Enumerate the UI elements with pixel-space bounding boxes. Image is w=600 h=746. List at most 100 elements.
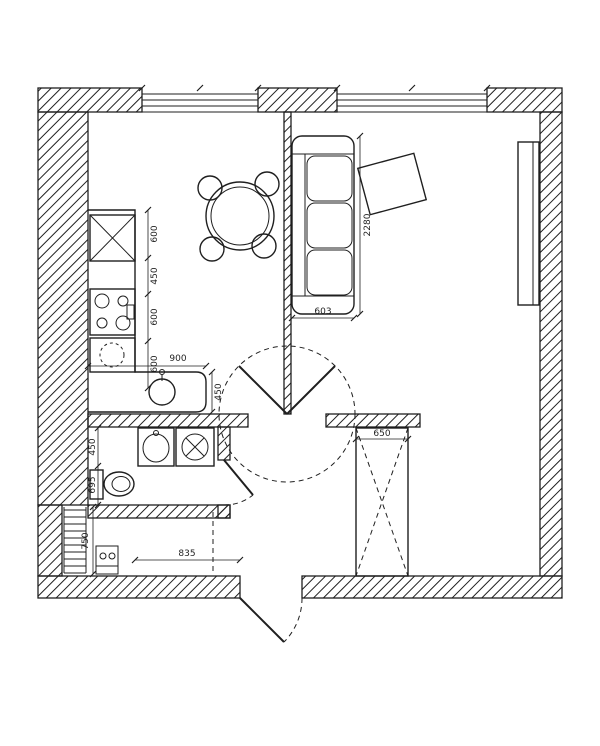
wall-unit	[517, 141, 540, 306]
sofa-cushion-1	[306, 155, 353, 202]
dim-label-2280: 2280	[363, 213, 373, 236]
window-1-glazing	[142, 93, 258, 113]
dim-label-750: 750	[81, 532, 91, 549]
dim-niche-height: 750	[81, 503, 97, 578]
burner-1	[94, 293, 110, 309]
sofa-cushion-3	[306, 249, 353, 296]
hall-wall-left	[87, 413, 249, 428]
double-door-right-leaf	[286, 365, 336, 415]
toilet-tank	[89, 469, 104, 500]
sink-bowl	[148, 378, 176, 406]
armchair	[356, 152, 428, 216]
dim-label-603: 603	[314, 307, 331, 317]
sofa	[291, 135, 355, 315]
hall-wardrobe	[355, 427, 409, 577]
dim-entry-width: 835	[131, 549, 244, 564]
hob-panel	[126, 304, 135, 320]
sink-faucet	[153, 430, 159, 436]
bathroom	[89, 427, 215, 500]
bathroom-wall-bottom	[87, 504, 231, 519]
wall-unit-outline	[517, 141, 540, 306]
base-cabinet-body	[89, 337, 136, 373]
entry-door-leaf	[239, 597, 285, 643]
burner-4	[115, 315, 131, 331]
bathroom-door-jambs	[218, 459, 230, 506]
window-1-jambs	[141, 88, 259, 112]
doors	[218, 365, 336, 643]
entry-door-swing-arc	[283, 597, 303, 643]
dim-island-depth: 450	[208, 368, 224, 416]
top-wall-center	[257, 87, 338, 113]
washing-machine	[175, 427, 215, 467]
bottom-wall-left	[37, 575, 241, 599]
washer-drum	[181, 433, 209, 461]
dim-wardrobe-depth: 650	[352, 429, 412, 443]
toilet-bowl	[103, 471, 135, 497]
dining-table-inner	[210, 186, 270, 246]
sink-tap-head	[159, 369, 165, 375]
radiator-fins	[64, 509, 86, 574]
sofa-frame-lines	[292, 153, 354, 297]
top-wall-right	[486, 87, 563, 113]
partition-wall	[283, 111, 292, 415]
walls	[37, 87, 563, 599]
toilet	[89, 469, 135, 500]
bottom-wall-right	[301, 575, 563, 599]
hallway	[63, 427, 409, 577]
dim-label-600a: 600	[150, 225, 160, 242]
hall-stand	[95, 545, 119, 575]
window-dimension-ticks	[138, 84, 491, 92]
washer-cross	[185, 437, 205, 457]
living-room	[291, 135, 540, 315]
oven-cross	[89, 214, 136, 262]
radiator-niche	[63, 507, 87, 574]
right-wall	[539, 111, 563, 577]
dim-sofa-width: 603	[288, 307, 358, 322]
dining-table	[205, 181, 275, 251]
dim-label-450c: 450	[88, 438, 98, 455]
chair-3	[199, 236, 225, 262]
dining-set	[197, 171, 280, 262]
bathroom-wall-upper	[217, 426, 231, 461]
windows	[138, 84, 491, 113]
base-cabinet-circle	[99, 342, 125, 368]
hob-unit	[89, 288, 136, 336]
sink-basin	[142, 433, 170, 463]
chair-1	[197, 175, 223, 201]
dim-bath-chain: 450 695	[88, 424, 102, 509]
dimensions: 2280 603 600 450 600 600 900 450	[81, 132, 412, 578]
kitchen	[88, 209, 207, 413]
hob-body	[89, 288, 136, 336]
wardrobe-cross	[355, 427, 409, 577]
washer-body	[175, 427, 215, 467]
burner-2	[117, 295, 129, 307]
left-wall-lower	[37, 504, 63, 577]
toilet-bowl-inner	[111, 476, 131, 492]
dim-label-695: 695	[88, 476, 98, 493]
bathroom-door-leaf	[223, 459, 254, 496]
dim-label-450b: 450	[214, 383, 224, 400]
dim-label-835: 835	[178, 549, 195, 559]
kitchen-counter	[88, 209, 207, 413]
sofa-outline	[291, 135, 355, 315]
double-door-left-leaf	[238, 365, 288, 415]
dim-label-650: 650	[373, 429, 390, 439]
dim-island-length: 900	[84, 354, 210, 370]
sofa-cushion-2	[306, 202, 353, 249]
burner-3	[96, 317, 108, 329]
base-cabinet	[89, 337, 136, 373]
radiator-rails	[63, 507, 87, 573]
oven-body	[89, 214, 136, 262]
hall-stand-knob-2	[108, 552, 116, 560]
dim-kitchen-chain: 600 450 600 600	[144, 206, 160, 392]
bathroom-door-swing-arc	[223, 494, 254, 506]
oven-unit	[89, 214, 136, 262]
dim-label-600b: 600	[150, 308, 160, 325]
wardrobe-outline	[355, 427, 409, 577]
chair-2	[254, 171, 280, 197]
top-wall-left	[37, 87, 143, 113]
dim-label-450a: 450	[150, 267, 160, 284]
dim-label-600c: 600	[150, 355, 160, 372]
